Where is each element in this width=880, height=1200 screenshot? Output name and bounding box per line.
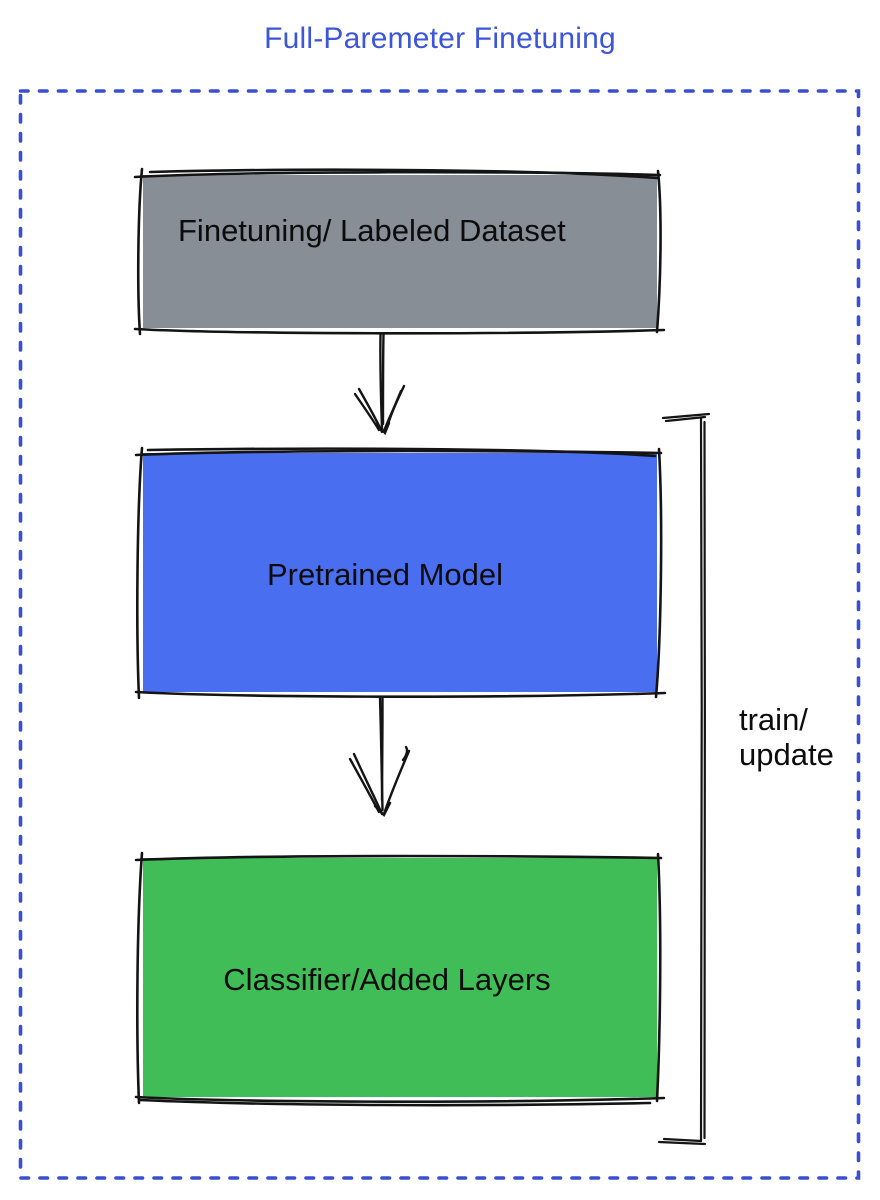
arrow-shaft [379, 332, 384, 431]
pretrained-box-border [134, 446, 667, 700]
arrow-head [401, 745, 409, 762]
sketch-stroke [148, 168, 659, 180]
dataset-box-label: Finetuning/ Labeled Dataset [178, 213, 566, 248]
arrow-head [373, 801, 392, 818]
arrow-head [382, 749, 411, 816]
bracket-tip [657, 1140, 707, 1146]
pretrained-box-fill [143, 453, 657, 692]
bracket-annotation-line1: train/ [739, 702, 808, 737]
sketch-stroke [134, 690, 667, 698]
sketch-stroke [146, 447, 657, 458]
classifier-box-fill [143, 858, 657, 1097]
dataset-box-fill [143, 175, 657, 328]
bracket-annotation-line2: update [739, 737, 834, 772]
classifier-box [134, 851, 666, 1107]
bracket-annotation: train/ update [739, 702, 834, 772]
sketch-stroke [133, 327, 666, 335]
bracket-line [699, 417, 703, 1143]
sketch-stroke [655, 169, 662, 334]
bracket-tip [664, 415, 707, 423]
sketch-stroke [136, 851, 144, 1105]
train-update-bracket [657, 412, 711, 1146]
sketch-stroke [654, 447, 663, 699]
pretrained-box-label: Pretrained Model [266, 557, 504, 592]
sketch-stroke [138, 1098, 652, 1107]
arrow-head [353, 392, 381, 432]
classifier-box-border [134, 851, 666, 1107]
diagram-title: Full-Paremeter Finetuning [264, 22, 616, 55]
arrow-head [385, 389, 403, 429]
classifier-box-label: Classifier/Added Layers [223, 962, 551, 997]
arrow-head [348, 757, 381, 814]
sketch-stroke [134, 854, 663, 862]
sketch-stroke [134, 1095, 666, 1104]
arrow-shaft [381, 332, 385, 426]
dataset-box [133, 167, 666, 336]
bracket-tip [662, 1137, 703, 1143]
arrow-head [375, 421, 391, 436]
bracket-tip [661, 412, 711, 420]
flow-arrow-model-to-classifier [348, 695, 411, 818]
sketch-stroke [136, 167, 144, 336]
arrow-shaft [380, 695, 384, 802]
arrow-head [352, 752, 384, 816]
pretrained-box [134, 446, 667, 700]
dataset-box-border [133, 167, 666, 336]
sketch-stroke [136, 446, 144, 700]
sketch-stroke [655, 852, 662, 1103]
dashed-boundary [18, 89, 861, 1180]
flow-arrow-dataset-to-model [353, 332, 406, 436]
